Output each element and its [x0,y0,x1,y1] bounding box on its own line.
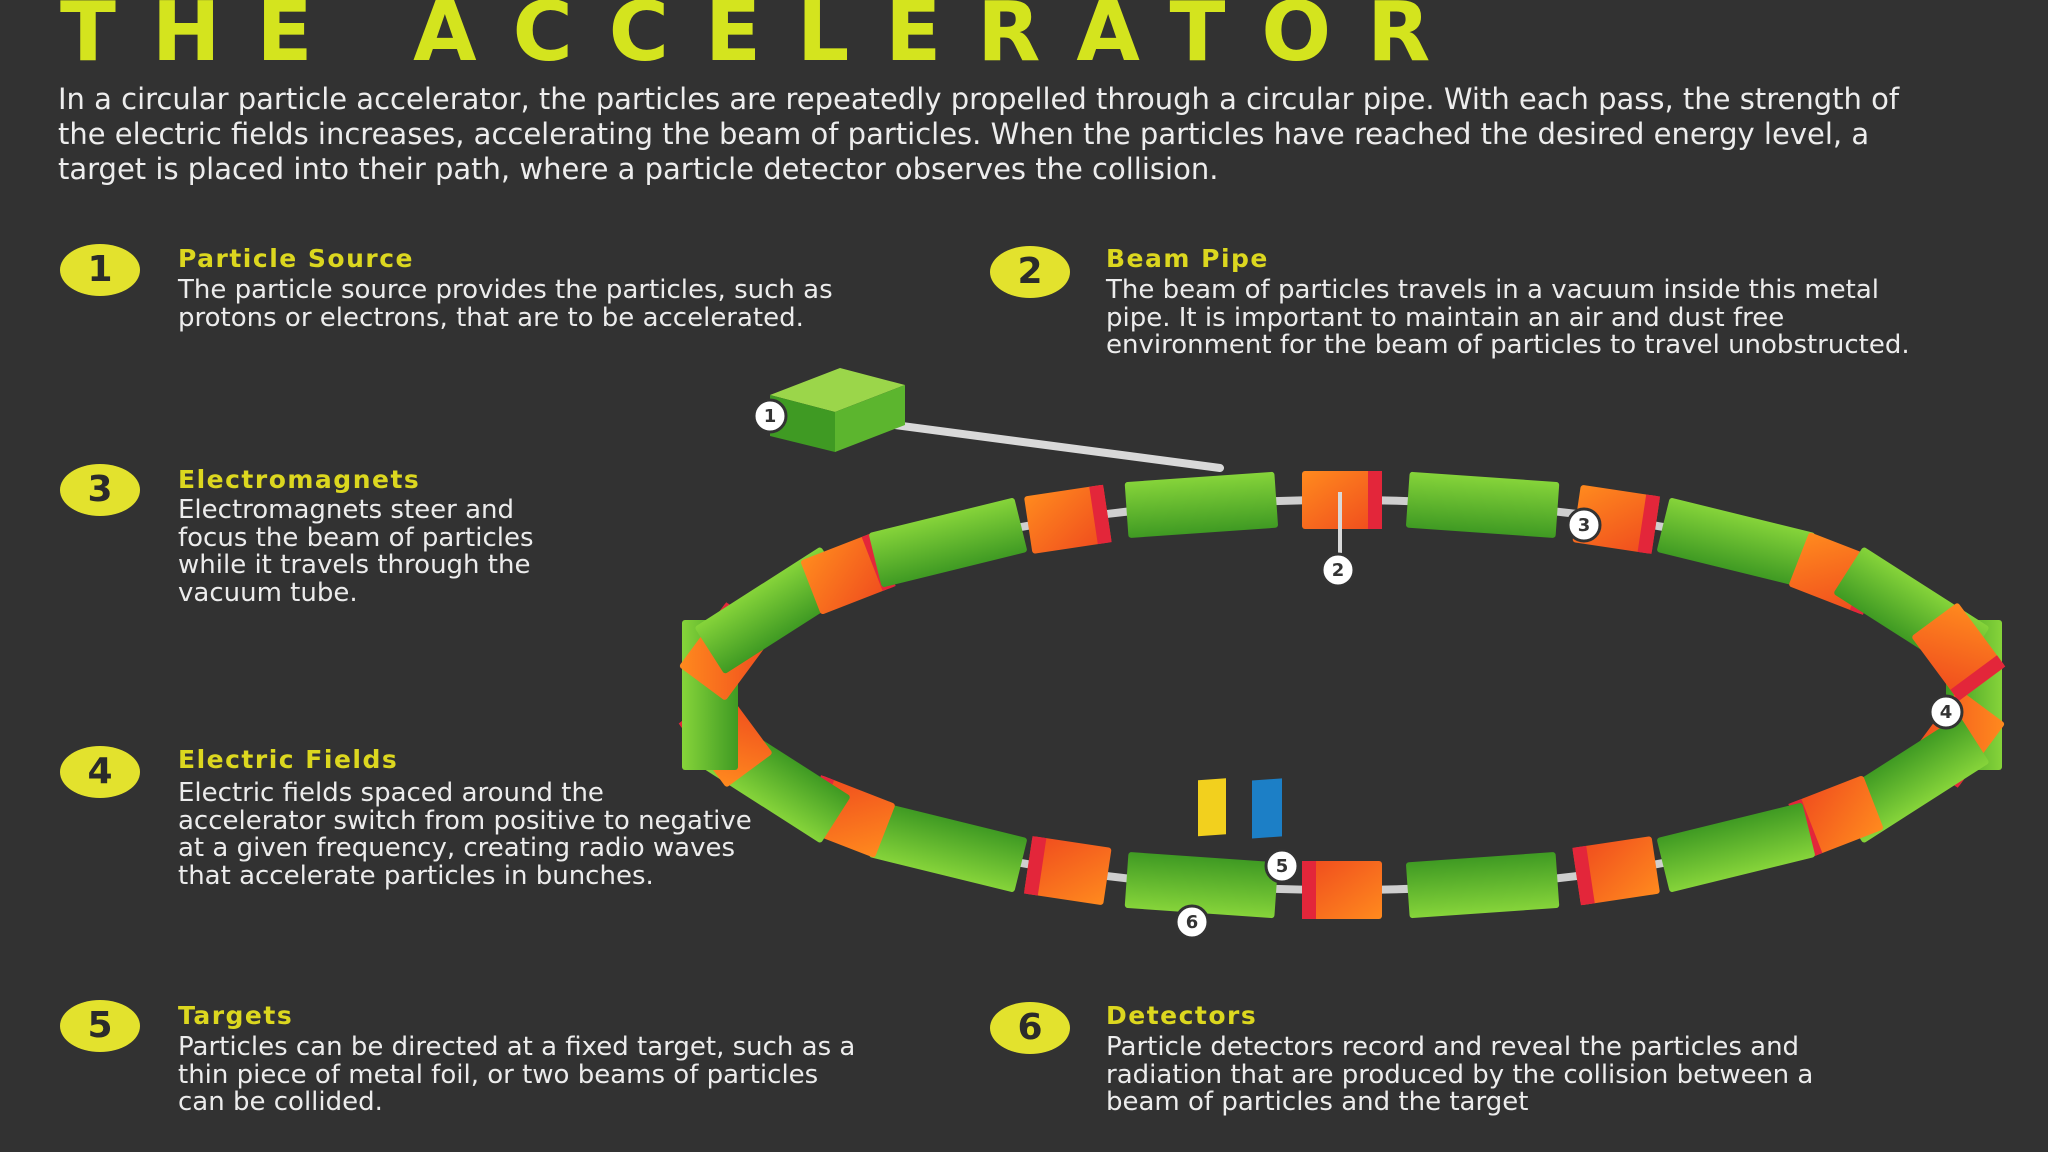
ring-segments [678,471,2006,919]
electromagnet-segment [1406,852,1560,919]
item-body-beam-pipe: The beam of particles travels in a vacuu… [1106,275,1910,360]
svg-text:3: 3 [1578,515,1591,536]
electric-field-segment [1302,861,1382,919]
electromagnet-segment [869,803,1027,892]
number-badge-6: 6 [990,1002,1070,1054]
electric-field-segment [1024,836,1112,905]
electric-field-segment [1024,485,1112,554]
electromagnet-segment [869,498,1027,587]
detector-element [1252,778,1282,839]
intro-paragraph: In a circular particle accelerator, the … [58,82,1900,186]
marker-3: 3 [1566,507,1602,543]
electric-field-face [1023,836,1047,896]
electromagnet-segment [1657,803,1815,892]
electromagnet-segment [1124,852,1278,919]
electric-field-face [1089,484,1112,545]
marker-1: 1 [752,398,788,434]
electric-field-face [1950,655,2006,702]
electromagnet-segment [1124,471,1278,538]
svg-text:5: 5 [1276,856,1289,877]
marker-6: 6 [1174,904,1210,940]
svg-text:6: 6 [1186,912,1199,933]
item-body-electromagnets: Electromagnets steer and focus the beam … [178,495,534,608]
item-title-detectors: Detectors [1106,1001,1258,1030]
number-badge-4: 4 [60,746,140,798]
item-body-detectors: Particle detectors record and reveal the… [1106,1032,1814,1117]
electromagnet-segment [1406,471,1560,538]
item-body-targets: Particles can be directed at a fixed tar… [178,1032,856,1117]
source-connector-pipe [868,418,1224,472]
electric-field-face [1368,471,1382,529]
item-title-particle-source: Particle Source [178,244,415,273]
svg-text:2: 2 [1332,560,1345,581]
item-title-beam-pipe: Beam Pipe [1106,244,1269,273]
item-title-electromagnets: Electromagnets [178,465,421,494]
item-body-particle-source: The particle source provides the particl… [178,275,833,333]
electric-field-face [1302,861,1316,919]
marker-4: 4 [1928,694,1964,730]
marker-2: 2 [1320,552,1356,588]
electric-field-face [1637,494,1661,554]
electric-field-face [1572,845,1595,906]
svg-text:1: 1 [764,406,777,427]
item-title-targets: Targets [178,1001,294,1030]
svg-text:4: 4 [1940,702,1953,723]
page-title: THE ACCELERATOR [60,0,1467,80]
number-badge-3: 3 [60,464,140,516]
item-title-electric-fields: Electric Fields [178,745,399,774]
marker-5: 5 [1264,848,1300,884]
electric-field-segment [1572,836,1660,905]
target-element [1198,778,1226,837]
number-badge-5: 5 [60,1000,140,1052]
number-badge-2: 2 [990,246,1070,298]
item-body-electric-fields: Electric fields spaced around the accele… [178,778,752,891]
number-badge-1: 1 [60,244,140,296]
electromagnet-segment [1657,498,1815,587]
particle-source-cube [770,368,905,452]
